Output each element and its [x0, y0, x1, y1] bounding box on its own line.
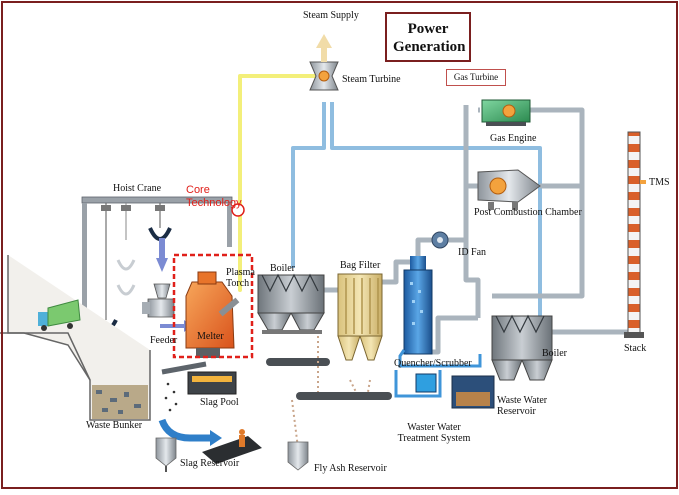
core-technology-label: Core Technology: [186, 184, 242, 209]
bag-filter-label: Bag Filter: [340, 260, 381, 271]
steam-supply-label: Steam Supply: [303, 10, 359, 21]
gas-engine: [481, 99, 531, 126]
fly-ash-reservoir: [287, 441, 309, 471]
boiler-left-label: Boiler: [270, 263, 295, 274]
melter: [185, 271, 240, 358]
waste-water-treatment-label: Waster Water Treatment System: [397, 422, 471, 444]
bag-filter: [337, 273, 383, 361]
post-combustion-chamber-label: Post Combustion Chamber: [474, 207, 582, 218]
id-fan-icon: [431, 231, 449, 249]
boiler-right-label: Boiler: [542, 348, 567, 359]
slag-pool: [158, 361, 237, 446]
waste-truck-icon: [38, 299, 81, 331]
waste-water-reservoir: [451, 375, 495, 409]
waste-bunker: [0, 255, 151, 421]
core-technology-highlight: [172, 253, 254, 359]
ash-conveyor: [266, 336, 392, 449]
stack-label: Stack: [624, 343, 647, 354]
gas-turbine-label: Gas Turbine: [446, 69, 506, 86]
stack: [624, 131, 646, 338]
tms-label: TMS: [649, 177, 670, 188]
waste-water-reservoir-label: Waste Water Reservoir: [497, 395, 548, 417]
slag-pool-label: Slag Pool: [200, 397, 239, 408]
fly-ash-reservoir-label: Fly Ash Reservoir: [314, 463, 387, 474]
hoist-crane-label: Hoist Crane: [113, 183, 162, 194]
gas-engine-label: Gas Engine: [490, 133, 537, 144]
melter-label: Melter: [197, 331, 224, 342]
steam-turbine-icon: [309, 34, 339, 91]
waste-bunker-label: Waste Bunker: [86, 420, 143, 431]
boiler-left: [257, 273, 325, 334]
post-combustion-chamber: [477, 169, 541, 210]
feeder: [142, 283, 192, 332]
flue-gas-pipes: [324, 105, 628, 355]
power-generation-title: Power Generation: [385, 12, 471, 62]
slag-reservoir-label: Slag Reservoir: [180, 458, 240, 469]
slag-reservoir: [155, 429, 262, 472]
feeder-label: Feeder: [150, 335, 178, 346]
quencher-scrubber-label: Quencher/Scrubber: [394, 358, 472, 369]
quencher-scrubber: [394, 256, 482, 398]
crane-grab-icon: [116, 259, 136, 296]
core-technology-marker-icon: [231, 203, 245, 217]
steam-turbine-label: Steam Turbine: [342, 74, 401, 85]
boiler-right: [491, 314, 553, 381]
id-fan-label: ID Fan: [458, 247, 487, 258]
steam-pipe: [238, 74, 320, 292]
plasma-torch-label: Plasma Torch: [226, 267, 255, 289]
